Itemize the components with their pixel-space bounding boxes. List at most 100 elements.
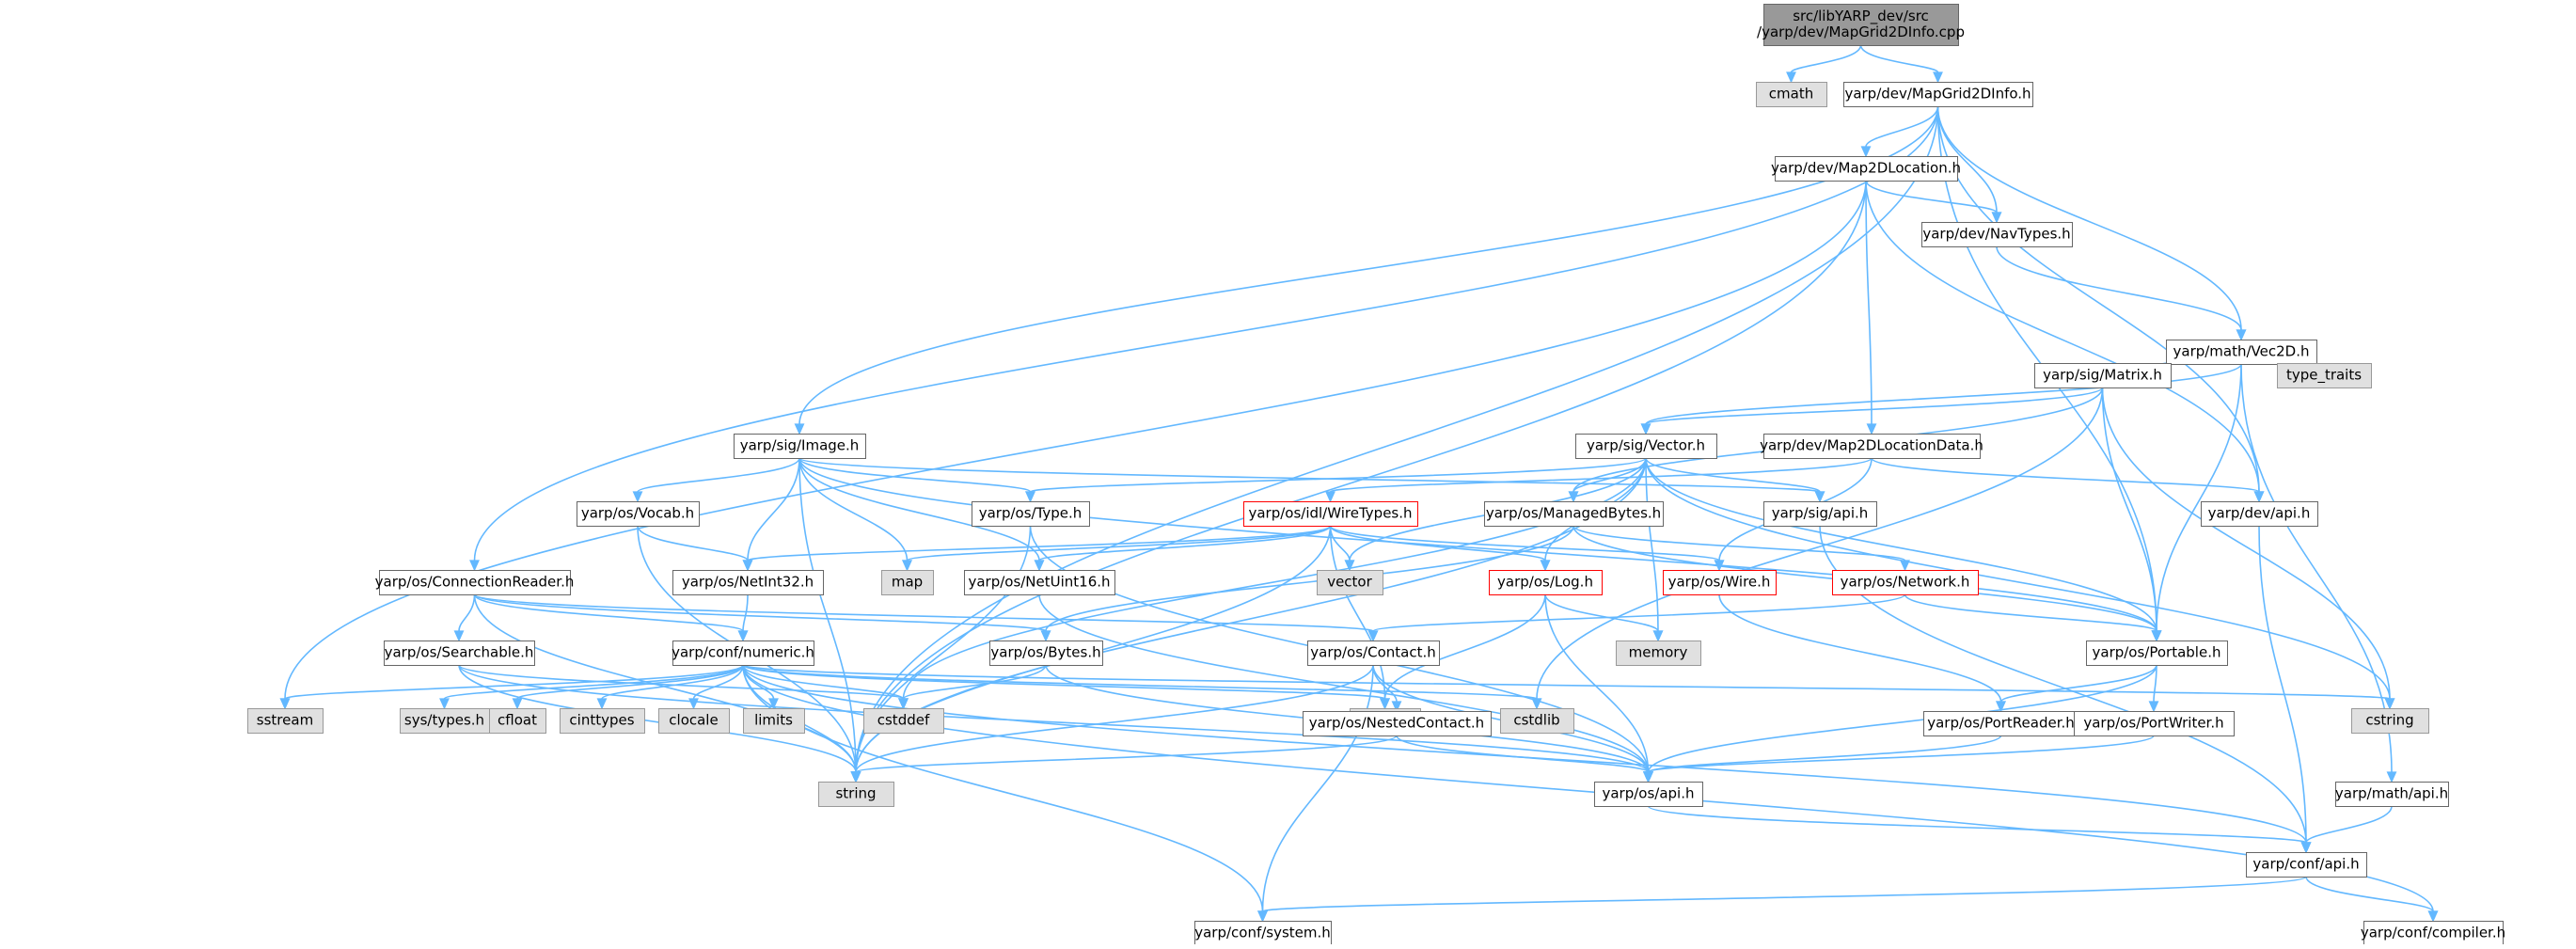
node-box	[672, 641, 814, 666]
edge-searchable-to-cstddef	[458, 664, 909, 710]
node-limits[interactable]: limits	[743, 708, 805, 734]
node-sstream[interactable]: sstream	[247, 708, 324, 734]
node-label: yarp/os/Portable.h	[2093, 644, 2221, 661]
node-typetraits[interactable]: type_traits	[2277, 363, 2372, 388]
node-box	[1843, 82, 2033, 107]
node-clocale[interactable]: clocale	[658, 708, 730, 734]
node-wire[interactable]: yarp/os/Wire.h	[1663, 570, 1777, 595]
node-box	[1484, 501, 1664, 527]
node-map2dlocdata[interactable]: yarp/dev/Map2DLocationData.h	[1760, 434, 1983, 459]
node-portable[interactable]: yarp/os/Portable.h	[2086, 641, 2228, 666]
node-label: yarp/os/NestedContact.h	[1309, 715, 1484, 732]
node-box	[2201, 501, 2318, 527]
edge-numeric-to-confcompiler	[742, 664, 2439, 923]
node-vec2d[interactable]: yarp/math/Vec2D.h	[2166, 340, 2317, 365]
node-netuint16[interactable]: yarp/os/NetUint16.h	[964, 570, 1115, 595]
node-image[interactable]: yarp/sig/Image.h	[734, 434, 866, 459]
node-map2dloc[interactable]: yarp/dev/Map2DLocation.h	[1771, 156, 1961, 182]
edge-vector-to-sigapi	[1645, 457, 1825, 503]
node-root[interactable]: src/libYARP_dev/src/yarp/dev/MapGrid2DIn…	[1757, 4, 1965, 46]
node-vectorstd[interactable]: vector	[1317, 570, 1383, 595]
node-network[interactable]: yarp/os/Network.h	[1832, 570, 1979, 595]
node-contact[interactable]: yarp/os/Contact.h	[1307, 641, 1440, 666]
edge-portable-to-portreader	[1996, 664, 2157, 713]
edge-root-to-mapgrid	[1859, 44, 1943, 84]
edge-image-to-vocab	[632, 457, 800, 503]
node-mapgrid[interactable]: yarp/dev/MapGrid2DInfo.h	[1843, 82, 2033, 107]
node-managedbytes[interactable]: yarp/os/ManagedBytes.h	[1484, 501, 1664, 527]
node-memory[interactable]: memory	[1616, 641, 1701, 666]
node-string[interactable]: string	[818, 782, 894, 807]
node-matrix[interactable]: yarp/sig/Matrix.h	[2034, 363, 2172, 388]
node-sigapi[interactable]: yarp/sig/api.h	[1763, 501, 1877, 527]
node-log[interactable]: yarp/os/Log.h	[1489, 570, 1603, 595]
edge-portable-to-portwriter	[2148, 664, 2159, 713]
node-netint32[interactable]: yarp/os/NetInt32.h	[672, 570, 824, 595]
node-map[interactable]: map	[881, 570, 934, 595]
node-cmath[interactable]: cmath	[1756, 82, 1827, 107]
node-connreader[interactable]: yarp/os/ConnectionReader.h	[375, 570, 575, 595]
node-cstddef[interactable]: cstddef	[863, 708, 944, 734]
edge-numeric-to-cstdlib	[742, 664, 1542, 710]
node-vocab[interactable]: yarp/os/Vocab.h	[577, 501, 700, 527]
node-confapi[interactable]: yarp/conf/api.h	[2246, 852, 2367, 878]
edge-map2dlocdata-to-wiretypes	[1325, 457, 1873, 503]
edge-mapgrid-to-devapi	[1936, 105, 2265, 503]
node-cinttypes[interactable]: cinttypes	[560, 708, 645, 734]
node-label: sys/types.h	[404, 712, 484, 729]
node-portwriter[interactable]: yarp/os/PortWriter.h	[2074, 711, 2235, 736]
node-vector[interactable]: yarp/sig/Vector.h	[1575, 434, 1717, 459]
node-label: yarp/os/Wire.h	[1668, 574, 1771, 591]
node-navtypes[interactable]: yarp/dev/NavTypes.h	[1921, 222, 2073, 247]
edge-contact-to-confsystem	[1257, 664, 1374, 923]
edge-wiretypes-to-netuint16	[1034, 525, 1332, 572]
node-ostype[interactable]: yarp/os/Type.h	[972, 501, 1090, 527]
node-label: yarp/sig/Vector.h	[1587, 437, 1705, 454]
edge-map2dlocdata-to-devapi	[1871, 457, 2265, 503]
node-numeric[interactable]: yarp/conf/numeric.h	[672, 641, 814, 666]
node-confsystem[interactable]: yarp/conf/system.h	[1194, 921, 1332, 946]
node-devapi[interactable]: yarp/dev/api.h	[2201, 501, 2318, 527]
node-label: yarp/conf/api.h	[2252, 856, 2359, 873]
node-label: /yarp/dev/MapGrid2DInfo.cpp	[1757, 24, 1965, 40]
node-label: yarp/os/idl/WireTypes.h	[1248, 505, 1412, 522]
edge-network-to-contact	[1367, 593, 1906, 642]
node-portreader[interactable]: yarp/os/PortReader.h	[1923, 711, 2079, 736]
node-label: cinttypes	[569, 712, 634, 729]
node-bytes[interactable]: yarp/os/Bytes.h	[989, 641, 1103, 666]
node-box	[1243, 501, 1418, 527]
edge-connreader-to-searchable	[453, 593, 476, 642]
node-searchable[interactable]: yarp/os/Searchable.h	[384, 641, 535, 666]
node-cstdlib[interactable]: cstdlib	[1500, 708, 1574, 734]
node-cstring[interactable]: cstring	[2351, 708, 2429, 734]
node-box	[1500, 708, 1574, 734]
node-nestedcontact[interactable]: yarp/os/NestedContact.h	[1303, 711, 1492, 736]
edge-matrix-to-vector	[1640, 387, 2104, 435]
node-cfloat[interactable]: cfloat	[489, 708, 546, 734]
node-box	[2351, 708, 2429, 734]
node-label: cstddef	[877, 712, 930, 729]
edge-mapgrid-to-connreader	[469, 105, 1939, 572]
node-box	[1307, 641, 1440, 666]
node-wiretypes[interactable]: yarp/os/idl/WireTypes.h	[1243, 501, 1418, 527]
node-label: type_traits	[2286, 367, 2362, 385]
node-label: yarp/os/Searchable.h	[385, 644, 534, 661]
node-mathapi[interactable]: yarp/math/api.h	[2335, 782, 2449, 807]
node-label: yarp/conf/system.h	[1194, 925, 1331, 941]
node-box	[577, 501, 700, 527]
node-confcompiler[interactable]: yarp/conf/compiler.h	[2361, 921, 2505, 946]
node-osapi[interactable]: yarp/os/api.h	[1594, 782, 1703, 807]
node-box	[2246, 852, 2367, 878]
edge-portreader-to-osapi	[1643, 735, 2002, 783]
node-systypes[interactable]: sys/types.h	[400, 708, 490, 734]
node-box	[2086, 641, 2228, 666]
node-label: yarp/os/Log.h	[1497, 574, 1593, 591]
node-label: yarp/math/api.h	[2335, 785, 2448, 802]
node-box	[1923, 711, 2079, 736]
node-label: src/libYARP_dev/src	[1793, 8, 1929, 25]
node-box	[2166, 340, 2317, 365]
edge-root-to-cmath	[1786, 44, 1862, 84]
node-label: yarp/os/Contact.h	[1310, 644, 1436, 661]
node-box	[658, 708, 730, 734]
